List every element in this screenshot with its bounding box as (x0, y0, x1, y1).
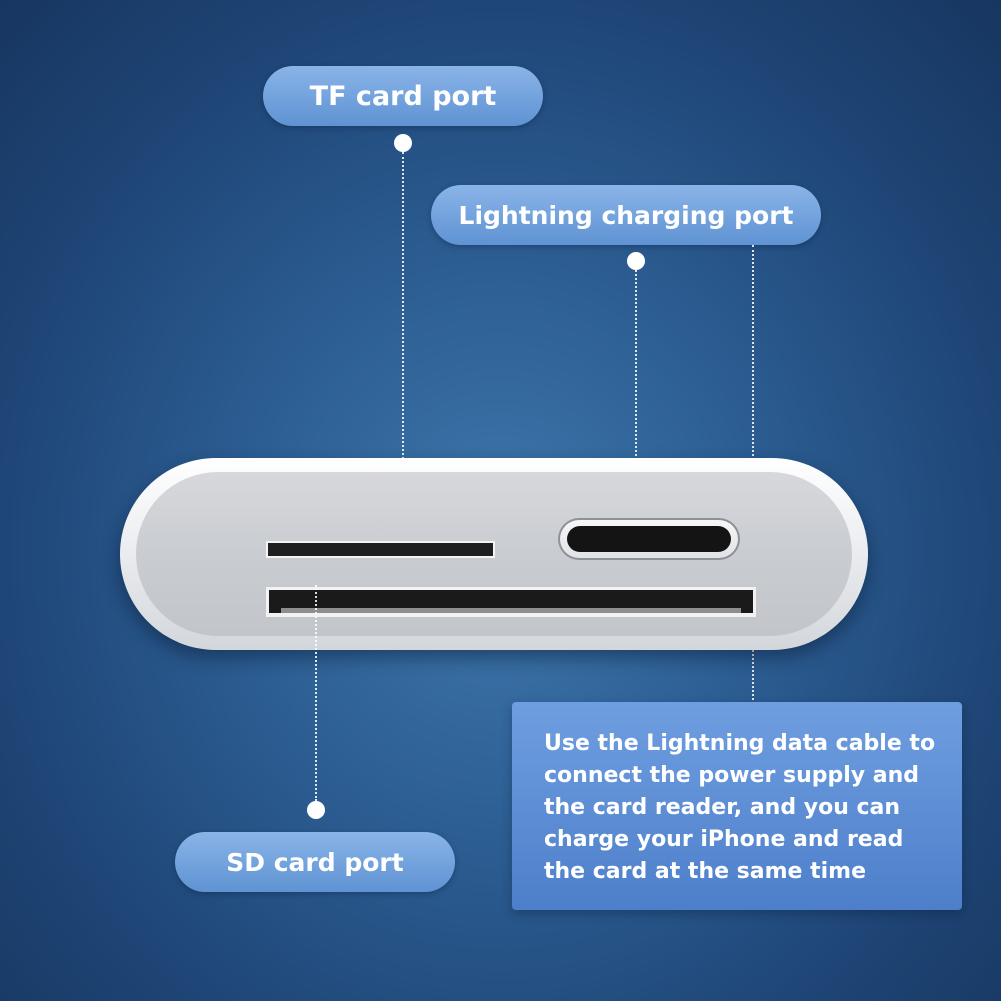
card-reader-device (120, 458, 868, 650)
note-line: charge your iPhone and read (544, 827, 904, 852)
lightning-charging-port-label: Lightning charging port (431, 185, 821, 245)
tf-card-slot (266, 541, 495, 558)
note-line: the card reader, and you can (544, 795, 901, 820)
card-reader-front-face (136, 472, 852, 636)
lightning-port (558, 518, 740, 560)
note-line: Use the Lightning data cable to (544, 731, 936, 756)
sd-card-port-label: SD card port (175, 832, 455, 892)
tf-port-guide-line (402, 152, 404, 535)
tf-port-marker-dot (394, 134, 412, 152)
lightning-port-opening (567, 526, 731, 552)
charging-note-box: Use the Lightning data cable to connect … (512, 702, 962, 910)
lightning-port-guide-line (635, 270, 637, 520)
note-line: connect the power supply and (544, 763, 920, 788)
sd-card-slot (266, 587, 756, 617)
lightning-port-marker-dot (627, 252, 645, 270)
sd-port-marker-dot (307, 801, 325, 819)
sd-port-guide-line (315, 585, 317, 801)
tf-card-port-label: TF card port (263, 66, 543, 126)
note-line: the card at the same time (544, 859, 867, 884)
